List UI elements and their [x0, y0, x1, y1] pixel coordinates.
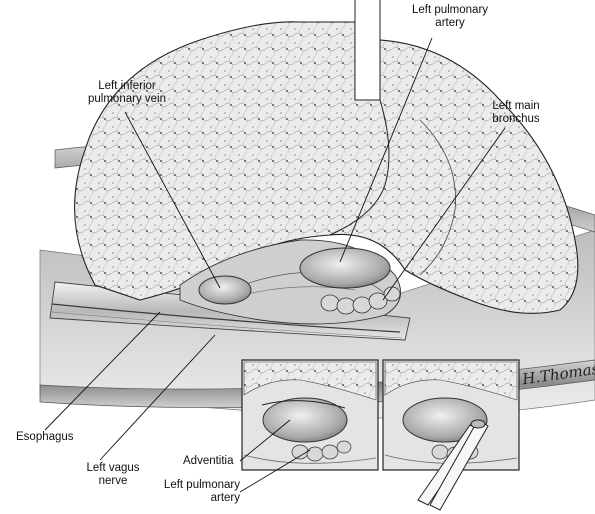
label-left-main-bronchus: Left main bronchus [492, 100, 540, 125]
lobar-fissure [329, 99, 390, 236]
label-left-inferior-pulmonary-vein: Left inferior pulmonary vein [88, 80, 166, 105]
inset-adventitia [241, 359, 379, 471]
vagus-nerve-shape [51, 303, 401, 333]
inset-dissection [382, 359, 520, 471]
pulmonary-artery-shape [299, 247, 391, 289]
forceps-instrument [417, 419, 489, 511]
label-adventitia: Adventitia [183, 455, 234, 467]
label-left-vagus-nerve: Left vagus nerve [86, 462, 140, 487]
bronchus-rings [320, 286, 401, 315]
retractor-gap [355, 0, 380, 100]
inferior-pulmonary-vein-shape [198, 275, 252, 305]
label-left-pulmonary-artery-inset: Left pulmonary artery [163, 479, 240, 504]
label-esophagus: Esophagus [16, 431, 74, 443]
leader-lines [44, 37, 506, 493]
left-lung-upper [74, 21, 579, 314]
label-left-pulmonary-artery: Left pulmonary artery [411, 4, 489, 29]
